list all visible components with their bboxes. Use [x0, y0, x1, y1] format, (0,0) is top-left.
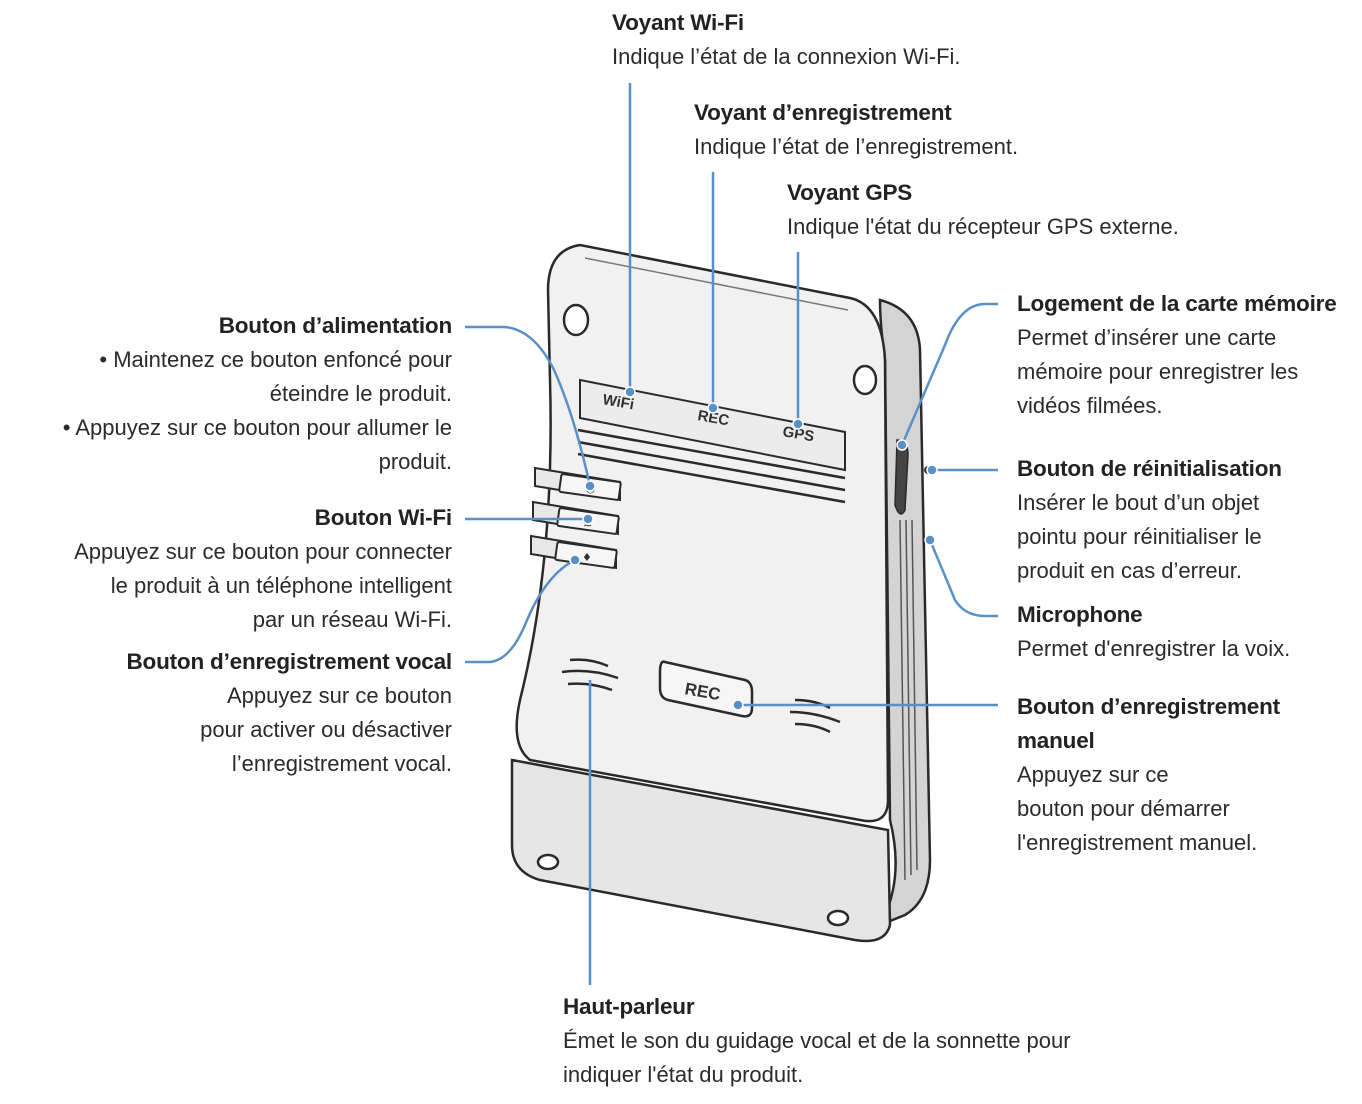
callout-line: produit en cas d’erreur. — [1017, 558, 1243, 583]
callout-line: mémoire pour enregistrer les — [1017, 359, 1299, 384]
callout-reset-button: Bouton de réinitialisation Insérer le bo… — [1017, 452, 1282, 588]
callout-microphone: Microphone Permet d'enregistrer la voix. — [1017, 598, 1290, 666]
callout-title: Bouton d’alimentation — [218, 313, 452, 338]
callout-title: Bouton Wi-Fi — [314, 505, 453, 530]
callout-rec-led: Voyant d’enregistrement Indique l’état d… — [694, 96, 1018, 164]
callout-title: Bouton d’enregistrement vocal — [126, 649, 452, 674]
callout-line: Permet d'enregistrer la voix. — [1017, 636, 1291, 661]
callout-line: Appuyez sur ce — [1017, 762, 1169, 787]
manual-rec-button-shape: REC — [658, 660, 754, 718]
callout-desc: Indique l’état de la connexion Wi-Fi. — [612, 44, 961, 69]
leader-lines — [465, 83, 998, 985]
screw-hole — [852, 364, 878, 396]
callout-line: bouton pour démarrer — [1017, 796, 1230, 821]
callout-line: éteindre le produit. — [269, 381, 452, 406]
callout-line: indiquer l'état du produit. — [563, 1062, 804, 1087]
callout-title: manuel — [1017, 728, 1095, 753]
leader-power-button — [465, 325, 592, 487]
side-vents — [899, 519, 918, 881]
mic-grille — [789, 698, 841, 734]
callout-title: Voyant Wi-Fi — [612, 10, 744, 35]
callout-line: l'enregistrement manuel. — [1017, 830, 1258, 855]
callout-title: Voyant GPS — [787, 180, 913, 205]
callout-title: Bouton de réinitialisation — [1017, 456, 1282, 481]
svg-text:♦: ♦ — [582, 551, 592, 564]
leader-voice-button — [465, 558, 576, 664]
callout-line: Appuyez sur ce bouton pour connecter — [74, 539, 452, 564]
callout-desc: Indique l'état du récepteur GPS externe. — [787, 214, 1179, 239]
callout-wifi-button: Bouton Wi-Fi Appuyez sur ce bouton pour … — [0, 501, 452, 637]
callout-line: Appuyez sur ce bouton — [226, 683, 452, 708]
callout-gps-led: Voyant GPS Indique l'état du récepteur G… — [787, 176, 1179, 244]
callout-manual-rec-button: Bouton d’enregistrement manuel Appuyez s… — [1017, 690, 1280, 860]
leader-microphone — [928, 539, 998, 618]
device-base — [510, 758, 892, 943]
callout-title: Voyant d’enregistrement — [694, 100, 952, 125]
callout-line: vidéos filmées. — [1017, 393, 1163, 418]
memory-slot-shape — [894, 439, 909, 515]
callout-line: Permet d’insérer une carte — [1017, 325, 1277, 350]
leader-memory-slot — [900, 302, 998, 446]
callout-line: par un réseau Wi-Fi. — [252, 607, 452, 632]
leader-dots — [569, 386, 938, 711]
callout-line: pour activer ou désactiver — [200, 717, 452, 742]
callout-title: Bouton d’enregistrement — [1017, 694, 1280, 719]
callout-wifi-led: Voyant Wi-Fi Indique l’état de la connex… — [612, 6, 961, 74]
callout-line: pointu pour réinitialiser le — [1017, 524, 1262, 549]
callout-voice-button: Bouton d’enregistrement vocal Appuyez su… — [0, 645, 452, 781]
callout-line: l’enregistrement vocal. — [231, 751, 452, 776]
callout-title: Logement de la carte mémoire — [1017, 291, 1337, 316]
led-label-gps: GPS — [781, 423, 815, 445]
screw-hole — [562, 303, 590, 337]
callout-line: Insérer le bout d’un objet — [1017, 490, 1260, 515]
screw-hole — [536, 853, 560, 871]
callout-power-button: Bouton d’alimentation • Maintenez ce bou… — [0, 309, 452, 479]
callout-desc: Indique l’état de l’enregistrement. — [694, 134, 1019, 159]
screw-hole — [826, 909, 850, 927]
callout-line: • Appuyez sur ce bouton pour allumer le — [62, 415, 452, 440]
callout-speaker: Haut-parleur Émet le son du guidage voca… — [563, 990, 1071, 1092]
callout-line: produit. — [378, 449, 452, 474]
led-grille — [577, 428, 846, 504]
callout-line: le produit à un téléphone intelligent — [110, 573, 452, 598]
callout-line: Émet le son du guidage vocal et de la so… — [563, 1028, 1071, 1053]
led-label-rec: REC — [696, 407, 730, 429]
led-panel — [579, 378, 846, 472]
callout-line: • Maintenez ce bouton enfoncé pour — [99, 347, 452, 372]
callout-title: Microphone — [1017, 602, 1143, 627]
callout-memory-slot: Logement de la carte mémoire Permet d’in… — [1017, 287, 1337, 423]
callout-title: Haut-parleur — [563, 994, 695, 1019]
